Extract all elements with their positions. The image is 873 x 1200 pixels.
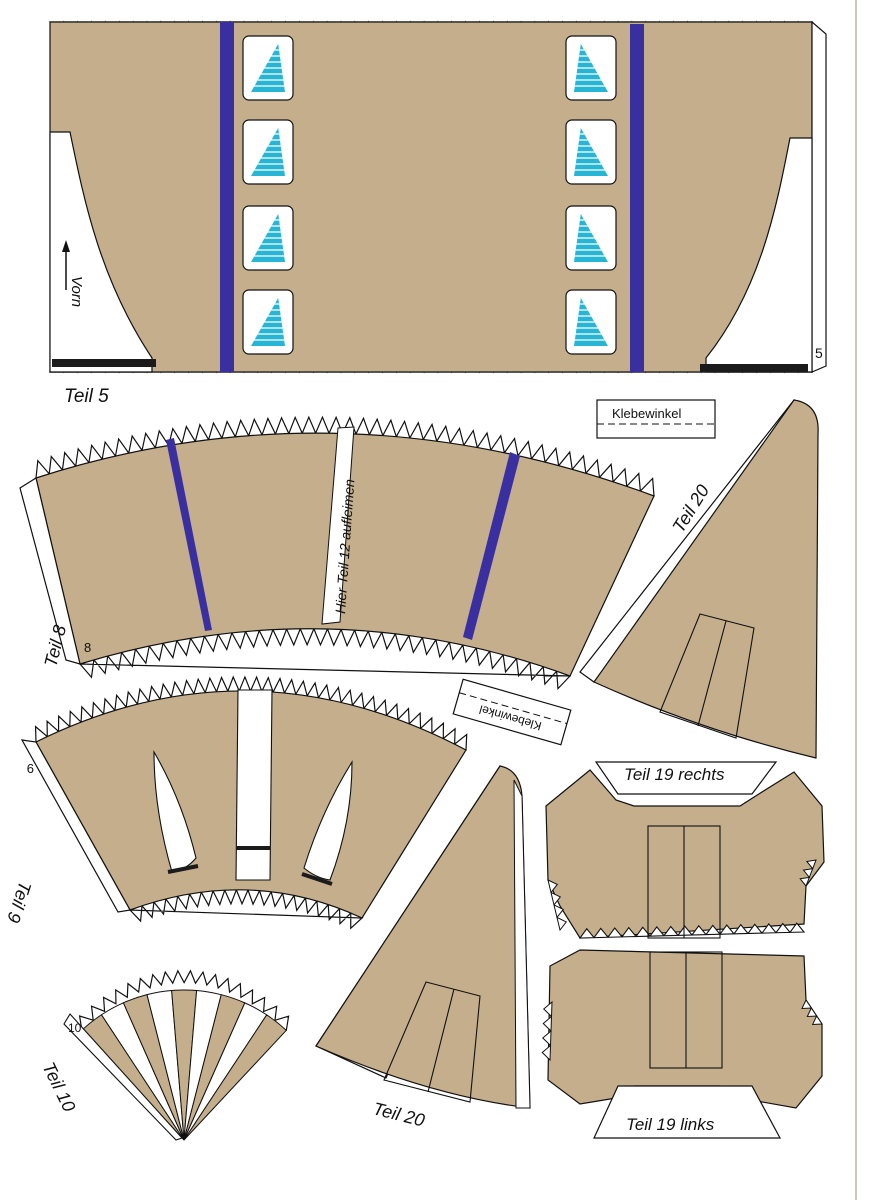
part-10-fan-segment: [183, 1014, 288, 1141]
part-8-end-flap: [19, 477, 81, 665]
part-9-number: 9: [27, 761, 34, 776]
part-8-stripe-left: [166, 438, 212, 631]
window-pane: [242, 119, 294, 185]
part-5-label: Teil 5: [64, 386, 109, 407]
glue-angle-2: Klebewinkel: [452, 678, 572, 746]
window-pane: [565, 35, 617, 101]
glue-angle-1: Klebewinkel: [596, 399, 716, 439]
part-19-right-top-tab: [594, 761, 778, 795]
part-19-left-label: Teil 19 links: [626, 1115, 715, 1134]
window-pane: [242, 205, 294, 271]
part-8: Hier Teil 12 aufleimen 8 Teil 8: [19, 415, 655, 691]
part-20-bottom-tab-divider: [427, 988, 455, 1093]
part-8-number: 8: [84, 640, 91, 655]
window-pane: [242, 289, 294, 355]
part-5-number: 5: [815, 345, 823, 361]
part-8-glue-strip: [321, 426, 355, 625]
glue-angle-1-label: Klebewinkel: [612, 406, 681, 421]
part-20-bottom-side: [513, 779, 531, 1109]
part-10: 10 Teil 10: [38, 969, 290, 1141]
part-19-left: Teil 19 links: [541, 949, 823, 1139]
part-19-right: Teil 19 rechts: [545, 761, 825, 939]
part-9: 9 Teil 9: [3, 675, 468, 930]
part-5-right-cutout: [705, 137, 813, 373]
part-5-right-flap: [811, 20, 827, 373]
part-10-end-flap: [63, 1013, 183, 1141]
part-19-left-body: [547, 949, 823, 1109]
part-10-number: 10: [68, 1021, 82, 1035]
part-5-left-cutout: [49, 131, 153, 373]
window-pane: [565, 205, 617, 271]
part-5-direction-label: Vorn: [68, 276, 85, 307]
part-19-right-right-tabs: [799, 859, 817, 887]
part-19-left-left-tabs: [541, 1000, 553, 1062]
part-20-top-tab-outline: [659, 613, 755, 739]
part-20-top-tab-divider: [697, 620, 727, 727]
part-20-bottom-tab-outline: [383, 981, 481, 1103]
part-20-bottom: Teil 20: [315, 765, 531, 1131]
window-pane: [565, 289, 617, 355]
part-5: Vorn 5 Teil 5: [49, 20, 827, 407]
part-19-left-bottom-tab: [593, 1085, 782, 1139]
part-5-stripe-right: [630, 24, 644, 372]
part-20-top-body: [593, 399, 819, 759]
part-19-right-label: Teil 19 rechts: [624, 765, 725, 784]
window-pane: [565, 119, 617, 185]
part-8-stripe-right: [463, 452, 520, 640]
window-pane: [242, 35, 294, 101]
part-19-right-bottom-tabs: [578, 922, 806, 939]
part-9-center-strip: [235, 689, 273, 881]
part-5-stripe-left: [220, 22, 234, 372]
part-8-bottom-glue-tabs: [78, 627, 572, 691]
part-5-black-bar-right: [700, 364, 808, 372]
part-19-left-right-tabs: [801, 998, 823, 1025]
part-9-end-flap: [20, 739, 131, 913]
part-19-right-left-tabs: [547, 879, 568, 932]
part-20-bottom-body: [315, 765, 531, 1109]
part-5-black-bar-left: [52, 359, 156, 367]
arrow-up-icon: [62, 240, 70, 290]
part-9-right-spike: [303, 760, 353, 881]
part-9-bottom-glue-tabs: [128, 888, 364, 930]
part-5-body: [49, 21, 813, 373]
part-19-right-body: [545, 769, 825, 939]
